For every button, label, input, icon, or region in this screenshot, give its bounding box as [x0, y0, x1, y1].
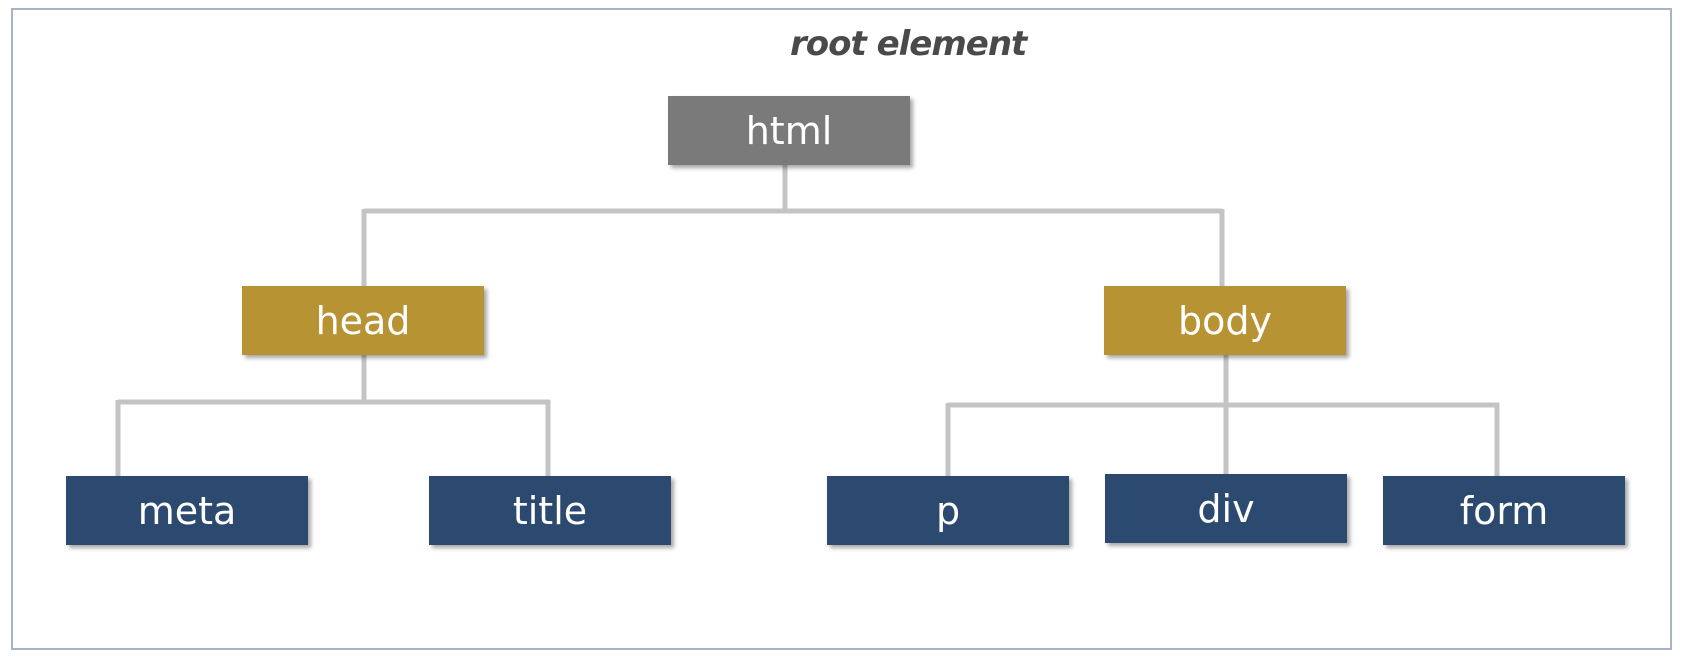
node-html: html	[668, 96, 910, 165]
node-form: form	[1383, 476, 1625, 545]
root-element-annotation: root element	[790, 24, 1027, 64]
connector-body-children	[945, 355, 1500, 476]
node-head-label: head	[315, 298, 411, 343]
node-meta-label: meta	[137, 488, 237, 533]
node-div: div	[1105, 474, 1347, 543]
node-p: p	[827, 476, 1069, 545]
node-meta: meta	[66, 476, 308, 545]
node-p-label: p	[935, 488, 961, 533]
connector-html-children	[361, 165, 1225, 286]
connector-head-children	[115, 355, 551, 476]
node-form-label: form	[1459, 488, 1549, 533]
node-div-label: div	[1197, 486, 1255, 531]
node-title-label: title	[512, 488, 588, 533]
node-head: head	[242, 286, 484, 355]
node-html-label: html	[745, 108, 833, 153]
node-body-label: body	[1178, 298, 1272, 343]
node-title: title	[429, 476, 671, 545]
node-body: body	[1104, 286, 1346, 355]
